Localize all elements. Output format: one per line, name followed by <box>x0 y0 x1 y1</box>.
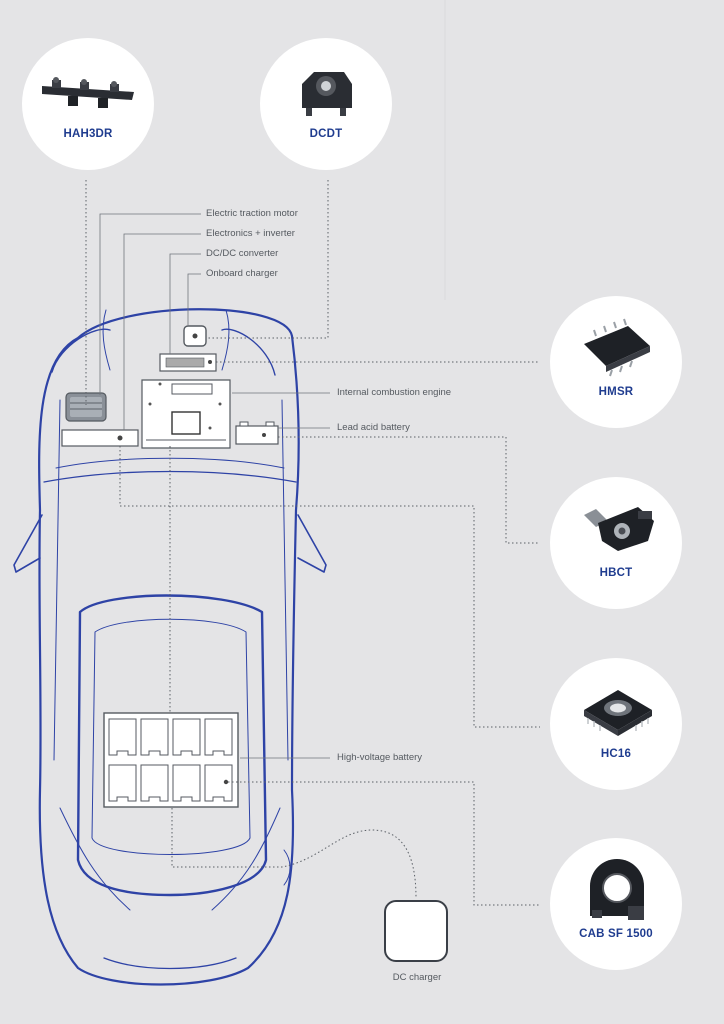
label-dc-charger: DC charger <box>374 972 460 983</box>
sensor-dcdt[interactable]: DCDT <box>260 38 392 170</box>
label-combustion-engine: Internal combustion engine <box>337 387 451 398</box>
dcdt-product-icon <box>294 64 358 120</box>
dc-charger-box <box>384 900 448 962</box>
sensor-hmsr[interactable]: HMSR <box>550 296 682 428</box>
label-hv-battery: High-voltage battery <box>337 752 422 763</box>
label-dcdc-converter: DC/DC converter <box>206 248 278 259</box>
hbct-product-icon <box>578 501 658 559</box>
hc16-product-icon <box>578 680 658 740</box>
sensor-hc16[interactable]: HC16 <box>550 658 682 790</box>
label-onboard-charger: Onboard charger <box>206 268 278 279</box>
component-leader-lines <box>100 214 330 758</box>
label-traction-motor: Electric traction motor <box>206 208 298 219</box>
sensor-hbct[interactable]: HBCT <box>550 477 682 609</box>
sensor-name-hmsr: HMSR <box>550 386 682 398</box>
sensor-name-hah3dr: HAH3DR <box>22 128 154 140</box>
inverter-block <box>62 430 138 446</box>
cab-sf-1500-product-icon <box>584 856 650 926</box>
sensor-name-cab-sf-1500: CAB SF 1500 <box>550 928 682 940</box>
dcdc-converter-box <box>160 354 216 371</box>
sensor-name-hbct: HBCT <box>550 567 682 579</box>
combustion-engine-block <box>142 380 230 448</box>
label-lead-acid-battery: Lead acid battery <box>337 422 410 433</box>
sensor-cab-sf-1500[interactable]: CAB SF 1500 <box>550 838 682 970</box>
lead-acid-battery-block <box>236 422 278 444</box>
hmsr-product-icon <box>578 318 656 380</box>
sensor-name-dcdt: DCDT <box>260 128 392 140</box>
sensor-hah3dr[interactable]: HAH3DR <box>22 38 154 170</box>
sensor-name-hc16: HC16 <box>550 748 682 760</box>
hah3dr-product-icon <box>38 72 138 116</box>
label-electronics-inverter: Electronics + inverter <box>206 228 295 239</box>
hv-battery-pack <box>104 713 238 807</box>
onboard-charger-box <box>184 326 206 346</box>
